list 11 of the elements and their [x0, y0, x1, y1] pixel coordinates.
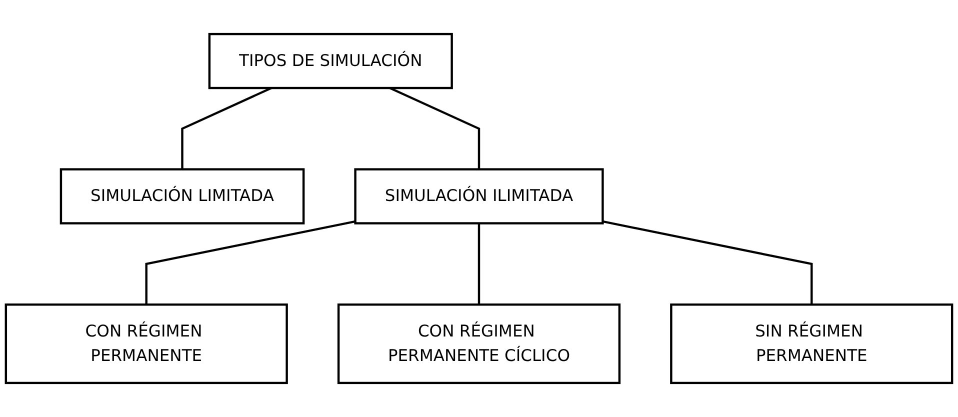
connector: [389, 87, 480, 170]
node-box: SIMULACIÓN ILIMITADA: [354, 168, 604, 224]
connector: [145, 220, 356, 305]
connector: [602, 220, 813, 305]
node-box: SIMULACIÓN LIMITADA: [60, 168, 305, 224]
node-box: TIPOS DE SIMULACIÓN: [208, 32, 453, 90]
connector: [478, 223, 480, 305]
node-box: SIN RÉGIMEN PERMANENTE: [670, 303, 954, 384]
node-box: CON RÉGIMEN PERMANENTE CÍCLICO: [337, 303, 621, 384]
node-box: CON RÉGIMEN PERMANENTE: [4, 303, 288, 384]
connector: [181, 87, 272, 170]
